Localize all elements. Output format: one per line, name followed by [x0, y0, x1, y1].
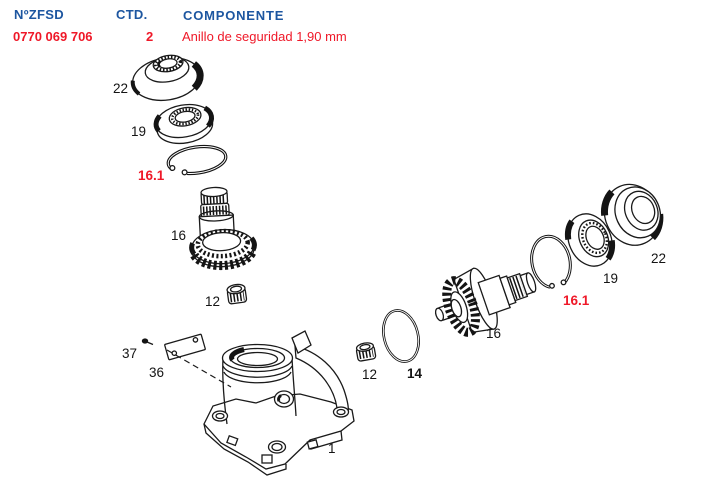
- part-label-36: 36: [149, 365, 164, 380]
- gear-shaft-right-drawing: [434, 267, 537, 337]
- snap-ring-right-drawing: [530, 234, 572, 290]
- part-number-value: 0770 069 706: [13, 29, 93, 44]
- gear-shaft-left-drawing: [189, 186, 257, 271]
- part-label-12-right: 12: [362, 367, 377, 382]
- part-label-37: 37: [122, 346, 137, 361]
- part-label-14: 14: [407, 366, 423, 381]
- part-label-22-left: 22: [113, 81, 128, 96]
- part-label-19-left: 19: [131, 124, 146, 139]
- bearing-ring-right-drawing: [600, 183, 664, 246]
- part-label-1: 1: [328, 441, 336, 456]
- bushing-right-drawing: [355, 342, 377, 362]
- o-ring-drawing: [382, 309, 420, 363]
- part-label-22-right: 22: [651, 251, 666, 266]
- part-label-19-right: 19: [603, 271, 618, 286]
- part-label-16-left: 16: [171, 228, 186, 243]
- part-label-16-1-right: 16.1: [563, 293, 590, 308]
- leader-line: [166, 349, 232, 388]
- column-header-part-number: NºZFSD: [14, 7, 64, 22]
- seal-ring-right-drawing: [564, 213, 616, 267]
- lock-plate-drawing: [164, 333, 206, 361]
- bearing-cap-left-drawing: [130, 54, 204, 102]
- column-header-qty: CTD.: [116, 7, 148, 22]
- part-label-16-1-left: 16.1: [138, 168, 165, 183]
- bushing-left-drawing: [226, 283, 248, 305]
- component-value: Anillo de seguridad 1,90 mm: [182, 29, 347, 44]
- part-label-12-left: 12: [205, 294, 220, 309]
- gear-housing-drawing: [203, 330, 355, 476]
- column-header-component: COMPONENTE: [183, 8, 285, 23]
- part-label-16-right: 16: [486, 326, 501, 341]
- snap-ring-left-drawing: [166, 144, 228, 176]
- screw-drawing: [141, 338, 154, 346]
- seal-ring-left-drawing: [153, 103, 214, 145]
- qty-value: 2: [146, 29, 154, 44]
